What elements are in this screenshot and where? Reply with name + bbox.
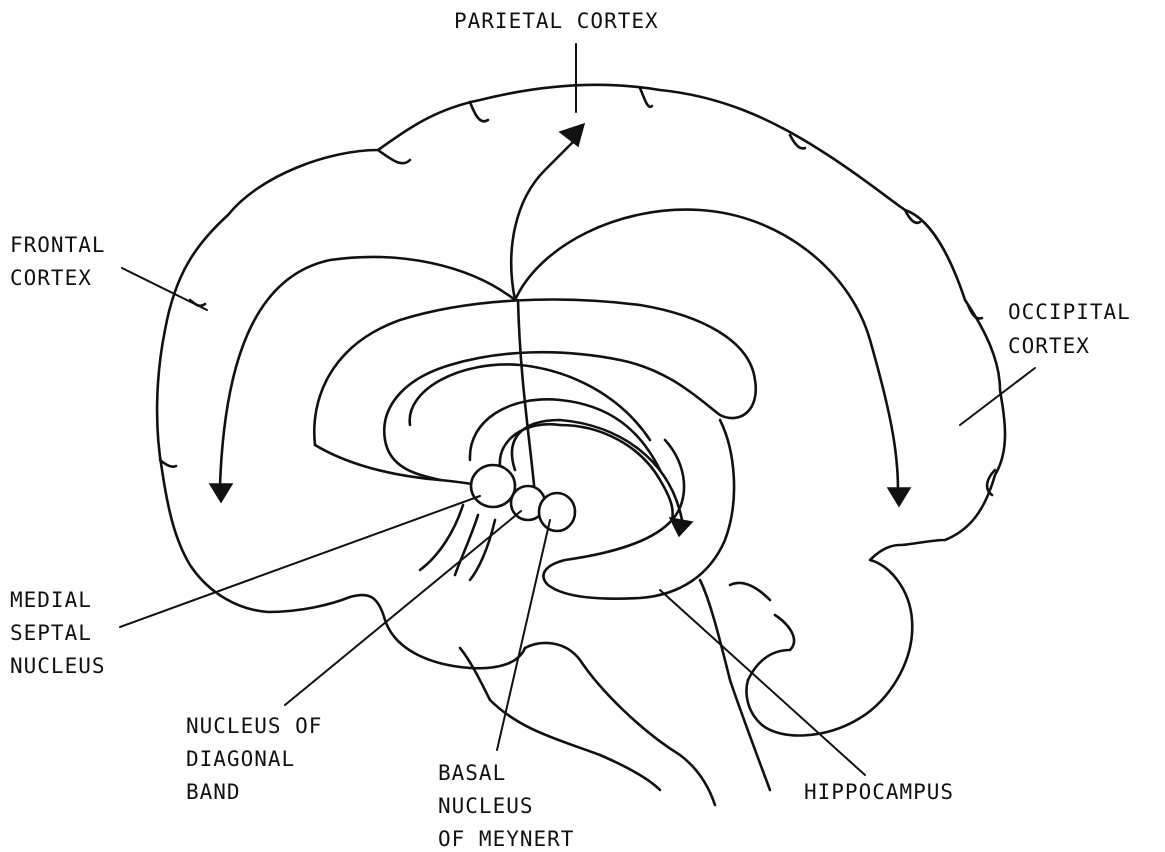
projection-parietal (511, 140, 575, 300)
gyral-notch (378, 150, 410, 163)
gyral-notch (470, 102, 488, 121)
leader-occipital (960, 368, 1035, 425)
septal-wedge (455, 515, 478, 575)
label-basal-nucleus-of-meynert: BASAL NUCLEUS OF MEYNERT (438, 761, 574, 851)
label-medial-septal-nucleus: MEDIAL SEPTAL NUCLEUS (10, 588, 106, 678)
fornix (410, 364, 650, 440)
arrowhead-occipital (888, 488, 910, 506)
basal-nucleus-of-meynert (539, 493, 575, 531)
leader-medial-septal (120, 496, 480, 627)
label-frontal-cortex: FRONTAL CORTEX (10, 233, 119, 290)
leader-hippocampus (660, 590, 865, 775)
fornix-inner (470, 399, 660, 470)
label-nucleus-of-diagonal-band: NUCLEUS OF DIAGONAL BAND (186, 714, 336, 804)
brainstem-outline (525, 643, 715, 805)
label-occipital-cortex: OCCIPITAL CORTEX (1008, 300, 1144, 358)
cerebellar-peduncle (700, 580, 770, 790)
leader-diagonal-band (285, 511, 521, 705)
leader-basal-meynert (497, 520, 550, 750)
arrowhead-frontal (210, 484, 232, 502)
corpus-callosum (314, 300, 756, 480)
cerebellum-outline (748, 615, 794, 680)
projection-occipital (515, 210, 898, 490)
label-hippocampus: HIPPOCAMPUS (804, 780, 954, 804)
gyral-notch (968, 305, 982, 318)
arrowhead-hippocampus (670, 518, 692, 536)
leader-frontal (122, 268, 207, 310)
projection-main-stem (518, 300, 535, 495)
dentate-gyrus (560, 425, 673, 520)
label-parietal-cortex: PARIETAL CORTEX (454, 9, 659, 33)
frontal-base-outline (157, 215, 525, 668)
medial-septal-nucleus (471, 465, 515, 507)
cerebellar-fold (730, 583, 770, 600)
gyral-notch (640, 88, 652, 107)
